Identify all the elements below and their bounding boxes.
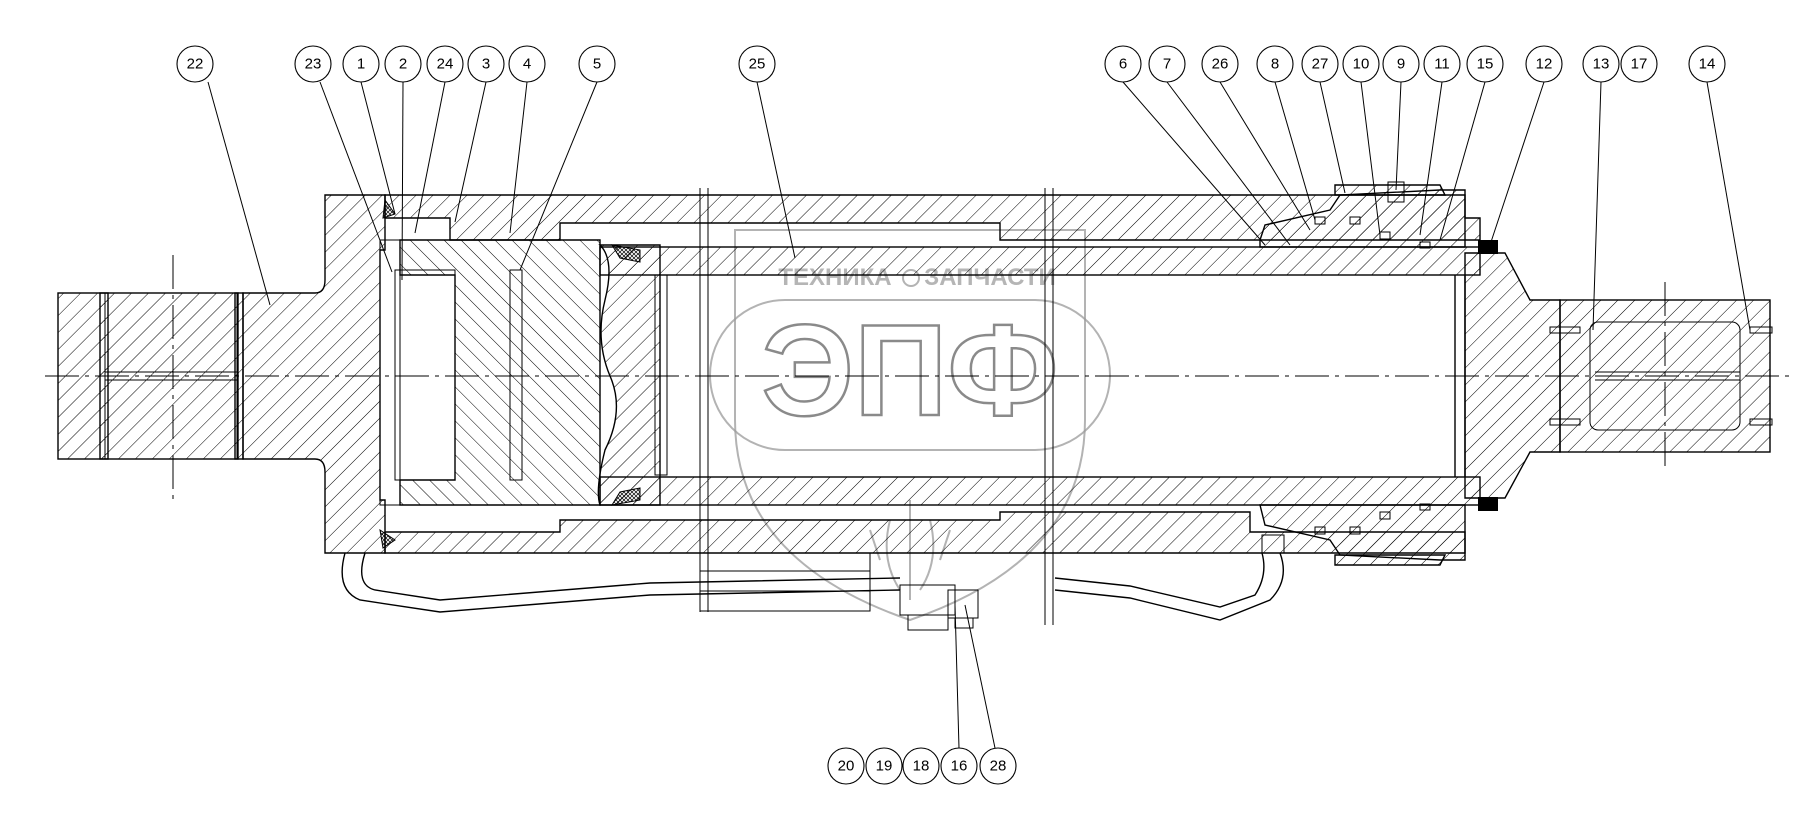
callouts-bottom: 20 19 18 16 28 [827, 747, 1017, 785]
callout-4: 4 [508, 45, 546, 83]
callout-22: 22 [176, 45, 214, 83]
callout-2: 2 [384, 45, 422, 83]
svg-text:8: 8 [1271, 56, 1279, 73]
svg-text:7: 7 [1163, 56, 1171, 73]
callout-5: 5 [578, 45, 616, 83]
svg-text:26: 26 [1212, 56, 1229, 73]
callout-20: 20 [827, 747, 865, 785]
svg-text:16: 16 [951, 758, 968, 775]
svg-text:18: 18 [913, 758, 930, 775]
callout-1: 1 [342, 45, 380, 83]
svg-text:28: 28 [990, 758, 1007, 775]
callout-10: 10 [1342, 45, 1380, 83]
svg-text:19: 19 [876, 758, 893, 775]
piston-rod [599, 246, 1481, 506]
callout-27: 27 [1301, 45, 1339, 83]
svg-text:10: 10 [1353, 56, 1370, 73]
svg-text:3: 3 [482, 56, 490, 73]
svg-text:1: 1 [357, 56, 365, 73]
svg-text:9: 9 [1397, 56, 1405, 73]
callout-11: 11 [1423, 45, 1461, 83]
svg-text:2: 2 [399, 56, 407, 73]
callout-19: 19 [865, 747, 903, 785]
svg-text:25: 25 [749, 56, 766, 73]
callout-8: 8 [1256, 45, 1294, 83]
callout-7: 7 [1148, 45, 1186, 83]
svg-text:23: 23 [305, 56, 322, 73]
callout-26: 26 [1201, 45, 1239, 83]
callout-23: 23 [294, 45, 332, 83]
callouts-top: 22 23 1 2 24 3 4 5 25 6 7 26 8 27 10 9 1… [176, 45, 1726, 83]
callout-13: 13 [1582, 45, 1620, 83]
svg-text:6: 6 [1119, 56, 1127, 73]
callout-24: 24 [426, 45, 464, 83]
callout-16: 16 [940, 747, 978, 785]
rod-eye [1464, 252, 1773, 499]
svg-text:5: 5 [593, 56, 601, 73]
svg-text:4: 4 [523, 56, 531, 73]
svg-text:14: 14 [1699, 56, 1716, 73]
callout-14: 14 [1688, 45, 1726, 83]
callout-3: 3 [467, 45, 505, 83]
svg-text:12: 12 [1536, 56, 1553, 73]
rear-clevis [57, 194, 386, 554]
gland-assembly [1259, 181, 1498, 566]
svg-text:22: 22 [187, 56, 204, 73]
watermark: ЭПФ ТЕХНИКА ЗАПЧАСТИ [709, 229, 1111, 622]
svg-text:27: 27 [1312, 56, 1329, 73]
svg-text:15: 15 [1477, 56, 1494, 73]
svg-text:11: 11 [1434, 56, 1450, 73]
leader-lines [207, 81, 1751, 749]
callout-12: 12 [1525, 45, 1563, 83]
svg-text:20: 20 [838, 758, 855, 775]
callout-18: 18 [902, 747, 940, 785]
callout-25: 25 [738, 45, 776, 83]
callout-9: 9 [1382, 45, 1420, 83]
external-pipe [341, 534, 1285, 631]
svg-text:24: 24 [437, 56, 454, 73]
callout-15: 15 [1466, 45, 1504, 83]
cylinder-barrel [384, 194, 1481, 612]
callout-28: 28 [979, 747, 1017, 785]
svg-text:13: 13 [1593, 56, 1610, 73]
svg-text:17: 17 [1631, 56, 1648, 73]
callout-17: 17 [1620, 45, 1658, 83]
callout-6: 6 [1104, 45, 1142, 83]
watermark-brand: ЭПФ [762, 297, 1059, 443]
